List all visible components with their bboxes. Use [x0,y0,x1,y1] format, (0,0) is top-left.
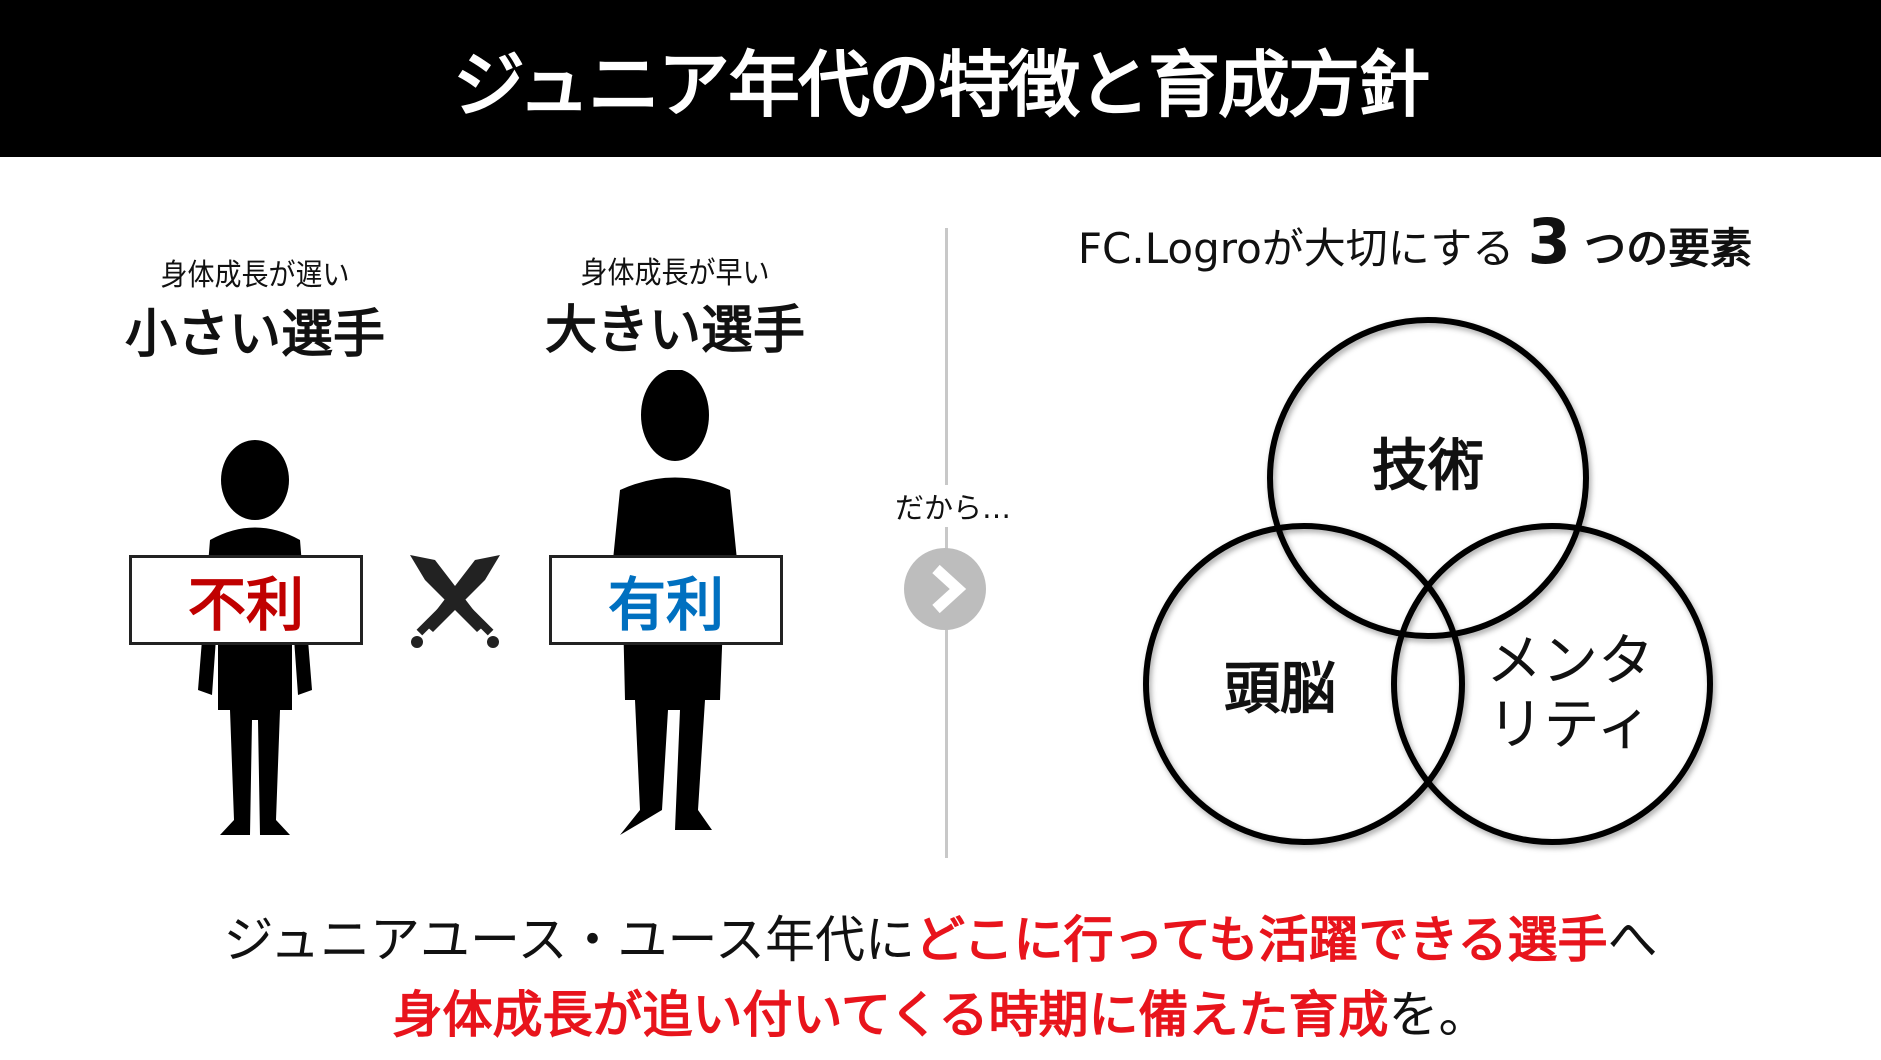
mentality-label: メンタ リティ [1420,629,1720,759]
summary-line-2: 身体成長が追い付いてくる時期に備えた育成を。 [0,975,1881,1047]
technique-label: 技術 [1372,434,1484,499]
circle-technique [1267,317,1589,639]
disadvantage-text: 不利 [187,571,304,639]
arrow-right-circle-icon [904,548,986,630]
big-player-caption: 身体成長が早い [580,256,770,291]
advantage-label: 有利 [549,555,783,645]
summary-highlight: どこに行っても活躍できる選手 [915,911,1608,969]
disadvantage-label: 不利 [129,555,363,645]
vertical-divider [945,228,948,858]
crossed-swords-icon [410,555,500,648]
title-bar: ジュニア年代の特徴と育成方針 [0,0,1881,157]
intelligence-label: 頭脳 [1224,657,1336,722]
mentality-line2: リティ [1487,693,1653,759]
small-player-title: 小さい選手 [124,305,385,365]
venn-diagram [1143,317,1713,845]
mentality-line1: メンタ [1486,629,1654,694]
transition-text: だから… [895,485,1012,527]
elements-heading: FC.Logroが大切にする 3 つの要素 [1000,205,1830,278]
summary-text: ジュニアユース・ユース年代に [223,911,916,969]
summary-highlight: 身体成長が追い付いてくる時期に備えた育成 [392,986,1389,1044]
summary-text: を。 [1388,986,1489,1044]
summary-text: へ [1607,911,1658,969]
small-player-caption: 身体成長が遅い [160,258,350,293]
big-player-title: 大きい選手 [544,301,805,361]
circle-mentality [1391,523,1713,845]
heading-prefix: FC.Logroが大切にする [1077,224,1515,273]
advantage-text: 有利 [607,571,724,639]
page-title: ジュニア年代の特徴と育成方針 [453,43,1430,127]
summary-line-1: ジュニアユース・ユース年代にどこに行っても活躍できる選手へ [0,900,1881,972]
heading-number: 3 [1527,205,1571,278]
heading-suffix: つの要素 [1584,224,1753,273]
circle-intelligence [1143,523,1465,845]
